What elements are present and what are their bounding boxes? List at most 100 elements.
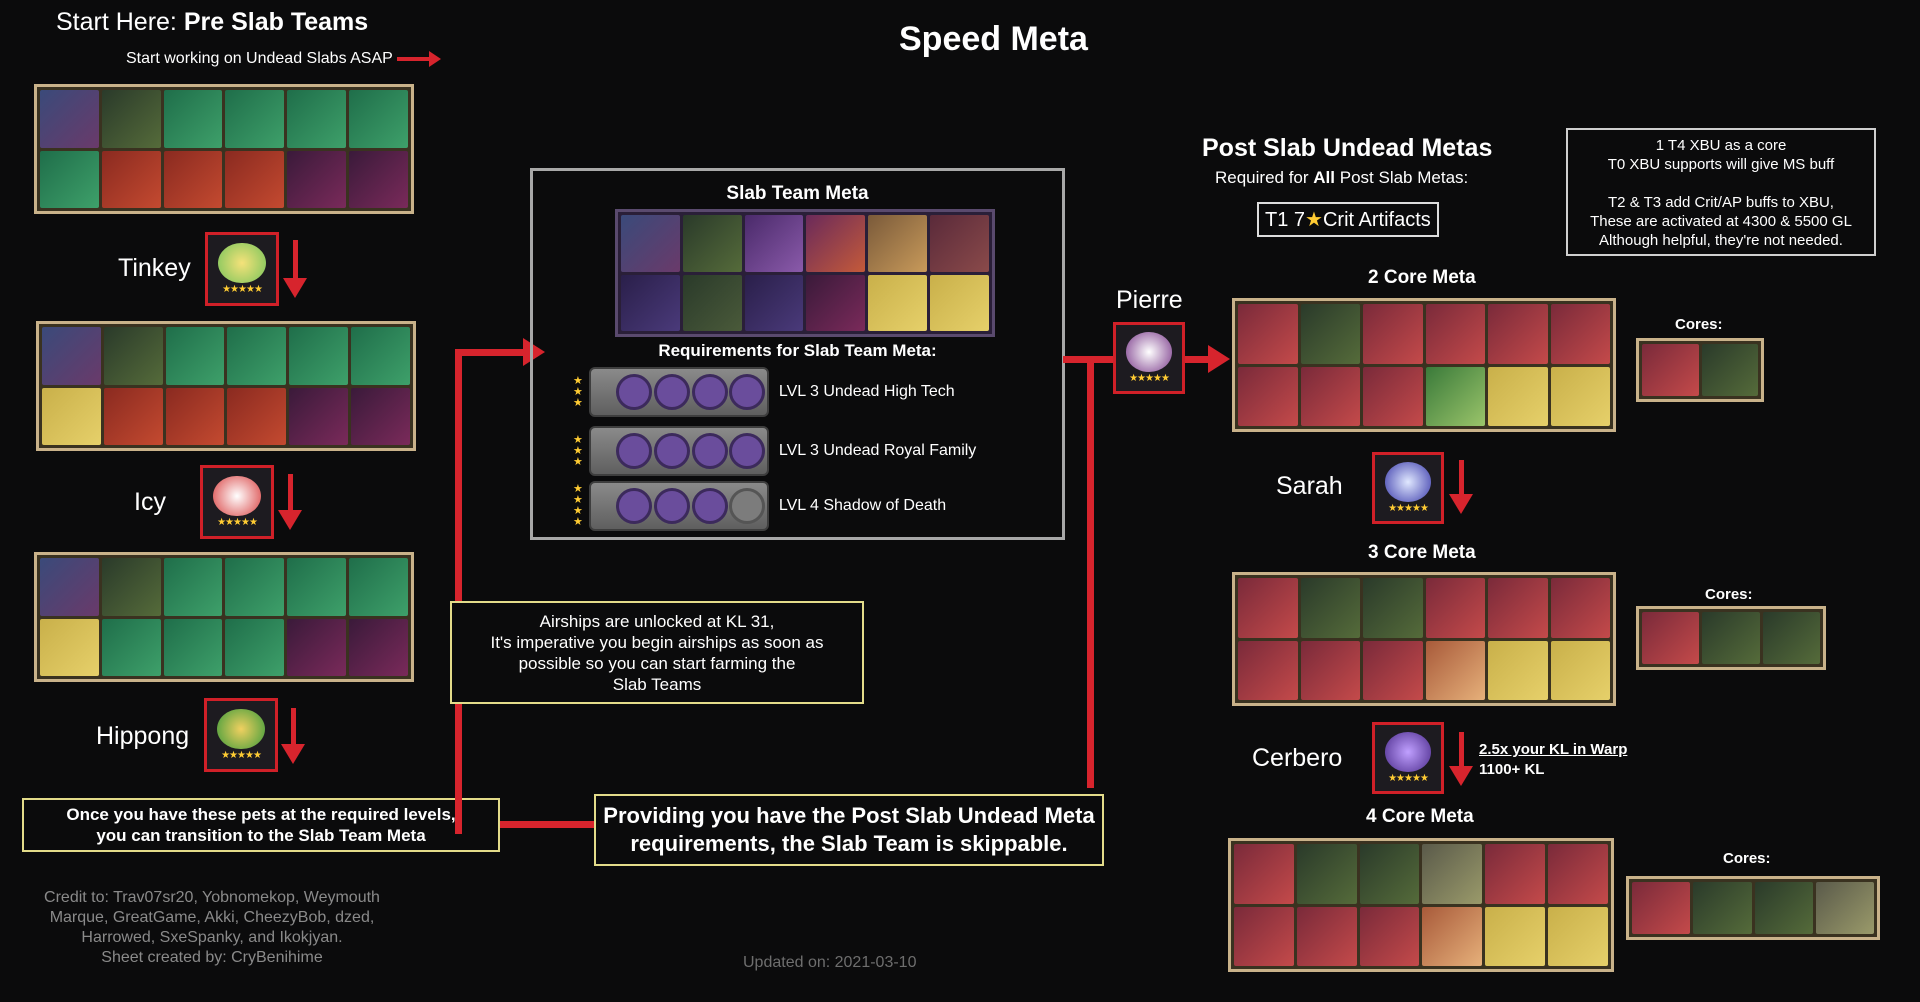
- airships-line-4: Slab Teams: [612, 675, 702, 694]
- core2-cores-grid: [1636, 338, 1764, 402]
- down-arrow-shaft: [288, 474, 293, 512]
- pet-icon: [1422, 906, 1483, 966]
- pet-icon: [1550, 578, 1610, 638]
- undead-badge-icon: [691, 433, 728, 469]
- pet-icon: [1238, 640, 1298, 700]
- core4-cores-label: Cores:: [1723, 850, 1771, 867]
- pet-icon: [930, 274, 989, 331]
- pet-icon: [1425, 578, 1485, 638]
- required-bold: All: [1313, 168, 1336, 187]
- pet-icon: [163, 90, 223, 148]
- pet-icon: [349, 618, 408, 676]
- star-rating: ★★★★★: [1129, 372, 1170, 384]
- pet-icon: [225, 558, 285, 616]
- hippong-icon: [217, 708, 265, 750]
- connector-line: [1183, 356, 1210, 363]
- requirement-label: LVL 3 Undead High Tech: [778, 383, 955, 400]
- undead-badge-icon: [654, 488, 691, 524]
- pet-icon: [101, 150, 161, 208]
- pet-icon: [289, 387, 349, 445]
- required-prefix: Required for: [1215, 168, 1314, 187]
- pet-icon: [1701, 344, 1758, 396]
- pet-icon: [1300, 578, 1360, 638]
- pre-slab-bold: Pre Slab Teams: [183, 8, 369, 36]
- core2-title: 2 Core Meta: [1368, 267, 1476, 288]
- pet-icon: [1359, 844, 1420, 904]
- pet-icon: [682, 274, 742, 331]
- badge-plate: [588, 367, 769, 417]
- pet-icon: [103, 327, 163, 385]
- pierre-pet-card: ★★★★★: [1113, 322, 1185, 394]
- pet-icon: [163, 618, 223, 676]
- pet-icon: [868, 215, 928, 272]
- skippable-box: Providing you have the Post Slab Undead …: [594, 794, 1104, 866]
- badge-plate: [588, 481, 769, 531]
- pet-icon: [1300, 640, 1360, 700]
- pet-icon: [1488, 304, 1548, 364]
- slab-team-meta-panel: Slab Team Meta Requirements for Slab Tea…: [530, 168, 1065, 540]
- icy-pet-card: ★★★★★: [200, 465, 274, 539]
- pre-slab-team-2: [36, 321, 416, 451]
- pre-slab-heading: Start Here: Pre Slab Teams: [56, 8, 368, 37]
- pet-icon: [621, 215, 680, 272]
- credit-line-3: Harrowed, SxeSpanky, and Ikokjyan.: [81, 929, 343, 946]
- pet-icon: [163, 558, 223, 616]
- airships-line-3: possible so you can start farming the: [518, 654, 796, 673]
- right-arrow-icon: [1208, 345, 1230, 373]
- cerbero-note-line-2: 1100+ KL: [1479, 761, 1545, 778]
- pet-icon: [1485, 844, 1546, 904]
- icy-label: Icy: [134, 488, 166, 516]
- transition-box: Once you have these pets at the required…: [22, 798, 500, 852]
- pet-icon: [621, 274, 680, 331]
- pet-icon: [1238, 578, 1298, 638]
- pet-icon: [351, 387, 410, 445]
- core3-title: 3 Core Meta: [1368, 542, 1476, 563]
- pet-icon: [744, 215, 804, 272]
- pet-icon: [1363, 304, 1423, 364]
- pet-icon: [287, 90, 347, 148]
- hippong-pet-card: ★★★★★: [204, 698, 278, 772]
- pet-icon: [1632, 882, 1691, 934]
- credit-line-4: Sheet created by: CryBenihime: [101, 949, 323, 966]
- pet-icon: [101, 90, 161, 148]
- core3-cores-grid: [1636, 606, 1826, 670]
- page-title: Speed Meta: [899, 20, 1088, 58]
- connector-line: [455, 349, 462, 834]
- pet-icon: [42, 327, 101, 385]
- pet-icon: [1234, 906, 1294, 966]
- pet-icon: [682, 215, 742, 272]
- pet-icon: [163, 150, 223, 208]
- undead-badge-icon: [616, 433, 653, 469]
- star-column: ★★★: [573, 374, 583, 409]
- undead-badge-icon: [729, 374, 766, 410]
- pet-icon: [1300, 304, 1360, 364]
- pet-icon: [868, 274, 928, 331]
- pet-icon: [1363, 640, 1423, 700]
- artifacts-prefix: T1 7: [1265, 209, 1306, 231]
- updated-date: Updated on: 2021-03-10: [743, 954, 917, 971]
- pet-icon: [1359, 906, 1420, 966]
- core3-team-grid: [1232, 572, 1616, 706]
- info-line-5: Although helpful, they're not needed.: [1599, 232, 1843, 249]
- pet-icon: [1815, 882, 1874, 934]
- pet-icon: [42, 387, 101, 445]
- down-arrow-icon: [281, 744, 305, 764]
- cerbero-label: Cerbero: [1252, 744, 1343, 772]
- slab-meta-title: Slab Team Meta: [726, 183, 869, 204]
- down-arrow-shaft: [293, 240, 298, 280]
- cerbero-note-line-1: 2.5x your KL in Warp: [1479, 741, 1628, 758]
- pet-icon: [1425, 366, 1485, 426]
- xbu-info-box: 1 T4 XBU as a core T0 XBU supports will …: [1566, 128, 1876, 256]
- pet-icon: [101, 618, 161, 676]
- pet-icon: [1238, 366, 1298, 426]
- down-arrow-icon: [278, 510, 302, 530]
- undead-badge-icon: [691, 374, 728, 410]
- pet-icon: [289, 327, 349, 385]
- requirement-label: LVL 3 Undead Royal Family: [778, 442, 977, 459]
- pet-icon: [1485, 906, 1546, 966]
- credits: Credit to: Trav07sr20, Yobnomekop, Weymo…: [22, 888, 402, 968]
- pet-icon: [40, 558, 99, 616]
- pet-icon: [1754, 882, 1813, 934]
- start-note-text: Start working on Undead Slabs ASAP: [126, 50, 393, 67]
- pet-icon: [1488, 366, 1548, 426]
